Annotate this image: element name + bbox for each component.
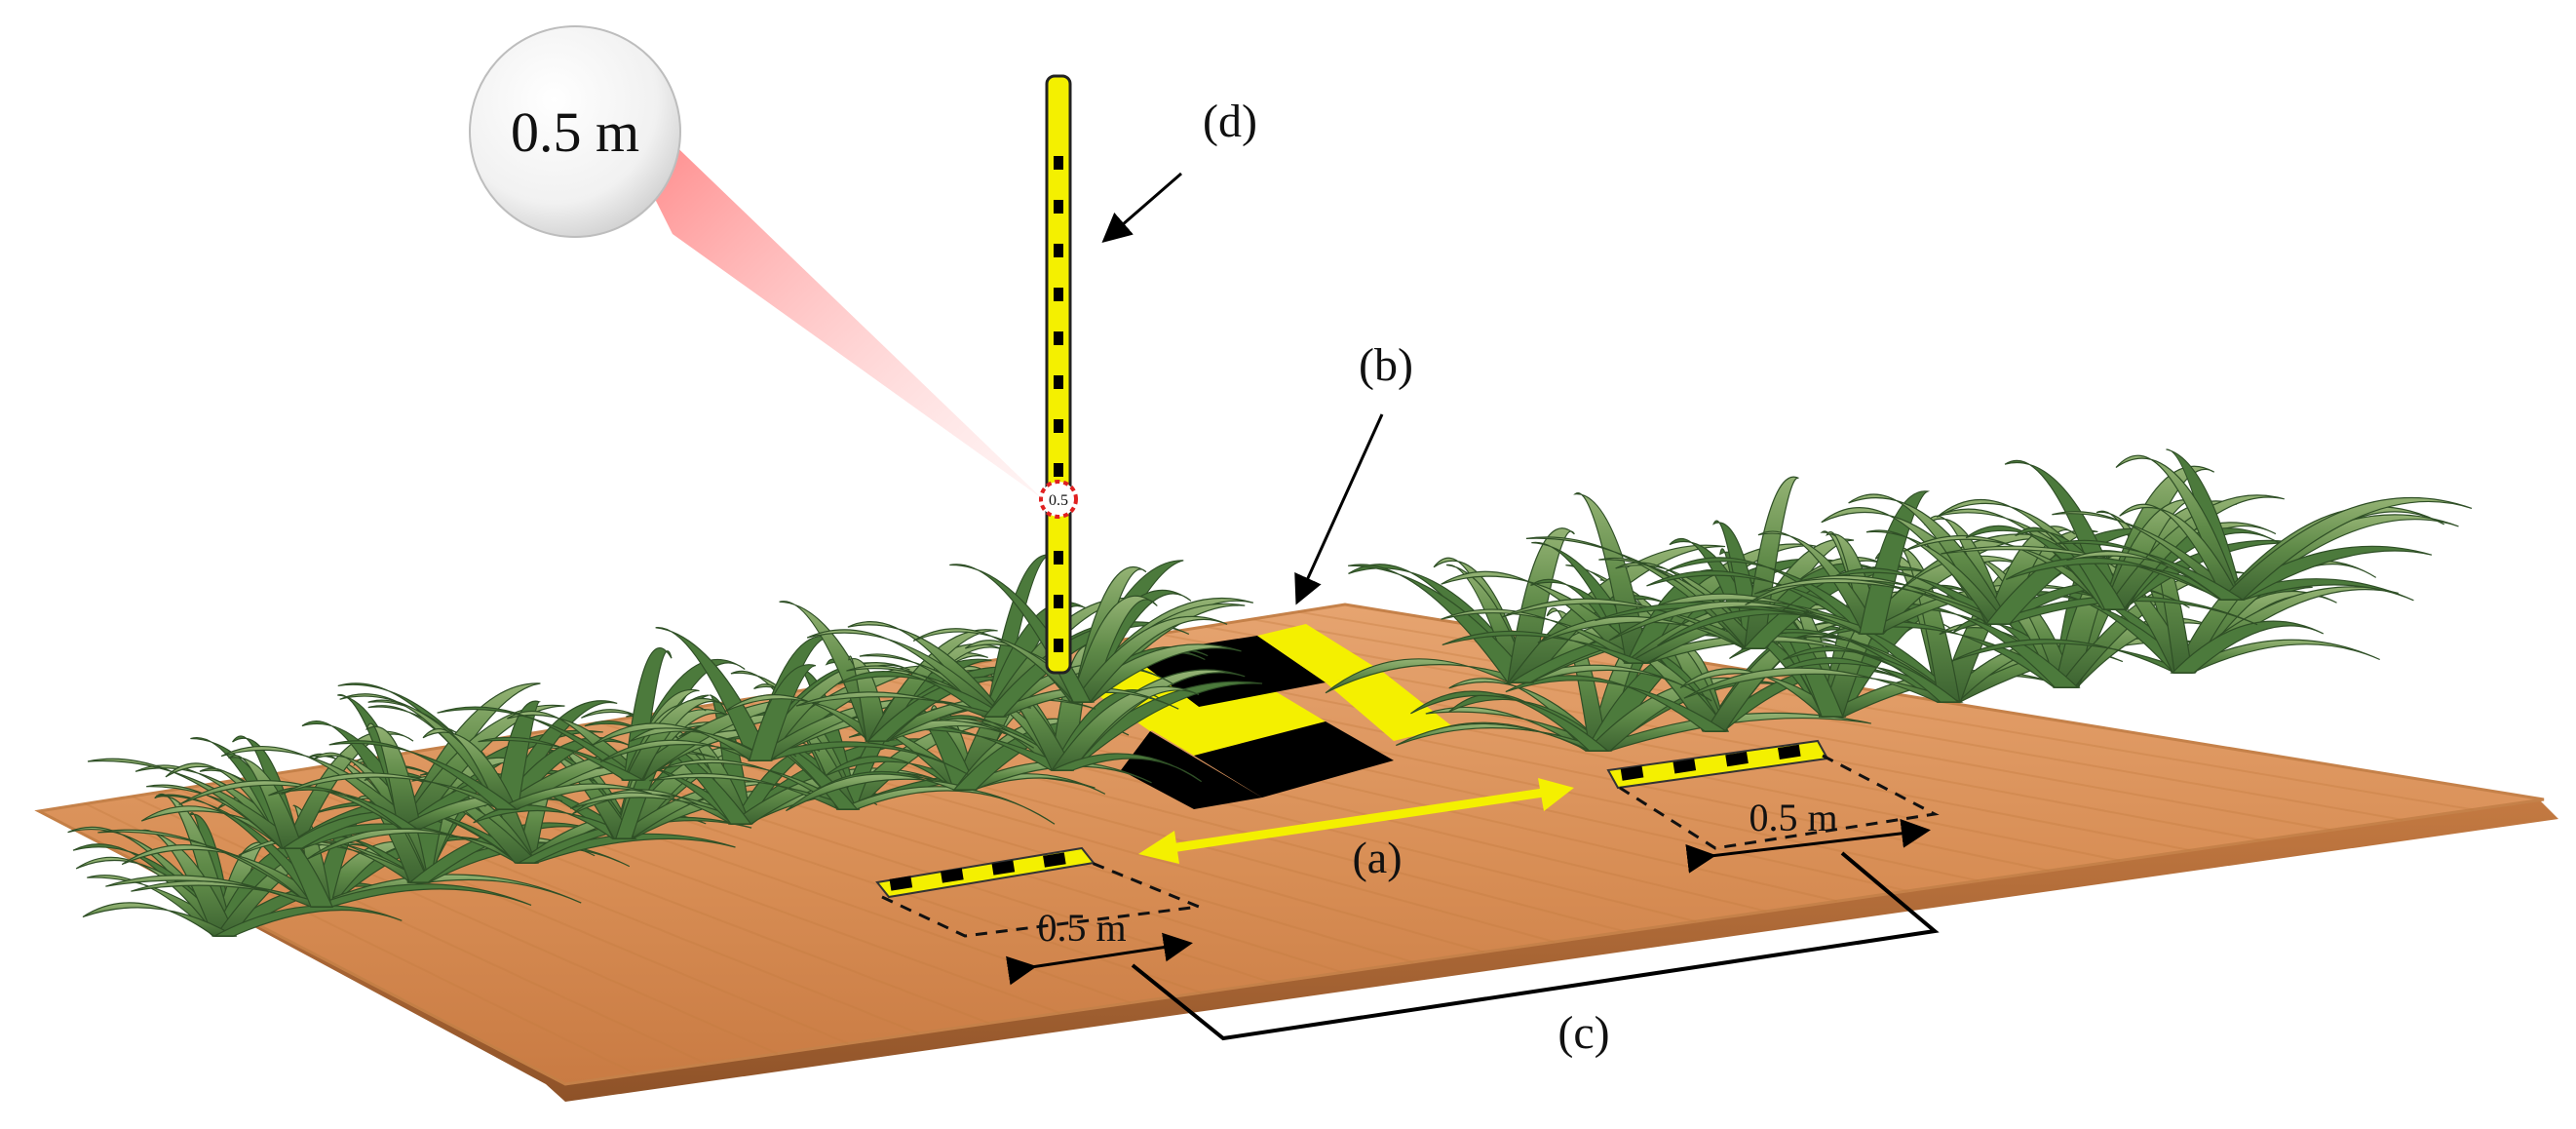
measuring-pole-icon: 0.5	[1041, 76, 1076, 673]
label-c: (c)	[1557, 1007, 1609, 1059]
target-pointer: (b)	[1298, 339, 1413, 600]
pole-marker-label: 0.5	[1049, 492, 1068, 509]
dimension-label-left: 0.5 m	[1037, 906, 1126, 950]
pole-tick	[1054, 463, 1063, 477]
pole-tick	[1054, 244, 1063, 257]
label-b: (b)	[1359, 339, 1413, 391]
pole-tick	[1054, 156, 1063, 170]
pole-tick	[1054, 551, 1063, 564]
pole-tick	[1054, 419, 1063, 433]
pole-tick	[1054, 375, 1063, 389]
callout-label: 0.5 m	[511, 100, 639, 164]
zoom-callout: 0.5 m	[470, 26, 1043, 499]
pole-tick	[1054, 639, 1063, 652]
pole-tick	[1054, 331, 1063, 345]
label-d: (d)	[1203, 96, 1257, 147]
pole-tick	[1054, 595, 1063, 608]
pole-pointer: (d)	[1106, 96, 1257, 239]
pole-tick	[1054, 288, 1063, 301]
pole-tick	[1054, 200, 1063, 214]
dimension-label-right: 0.5 m	[1749, 796, 1837, 839]
label-a: (a)	[1352, 833, 1402, 882]
